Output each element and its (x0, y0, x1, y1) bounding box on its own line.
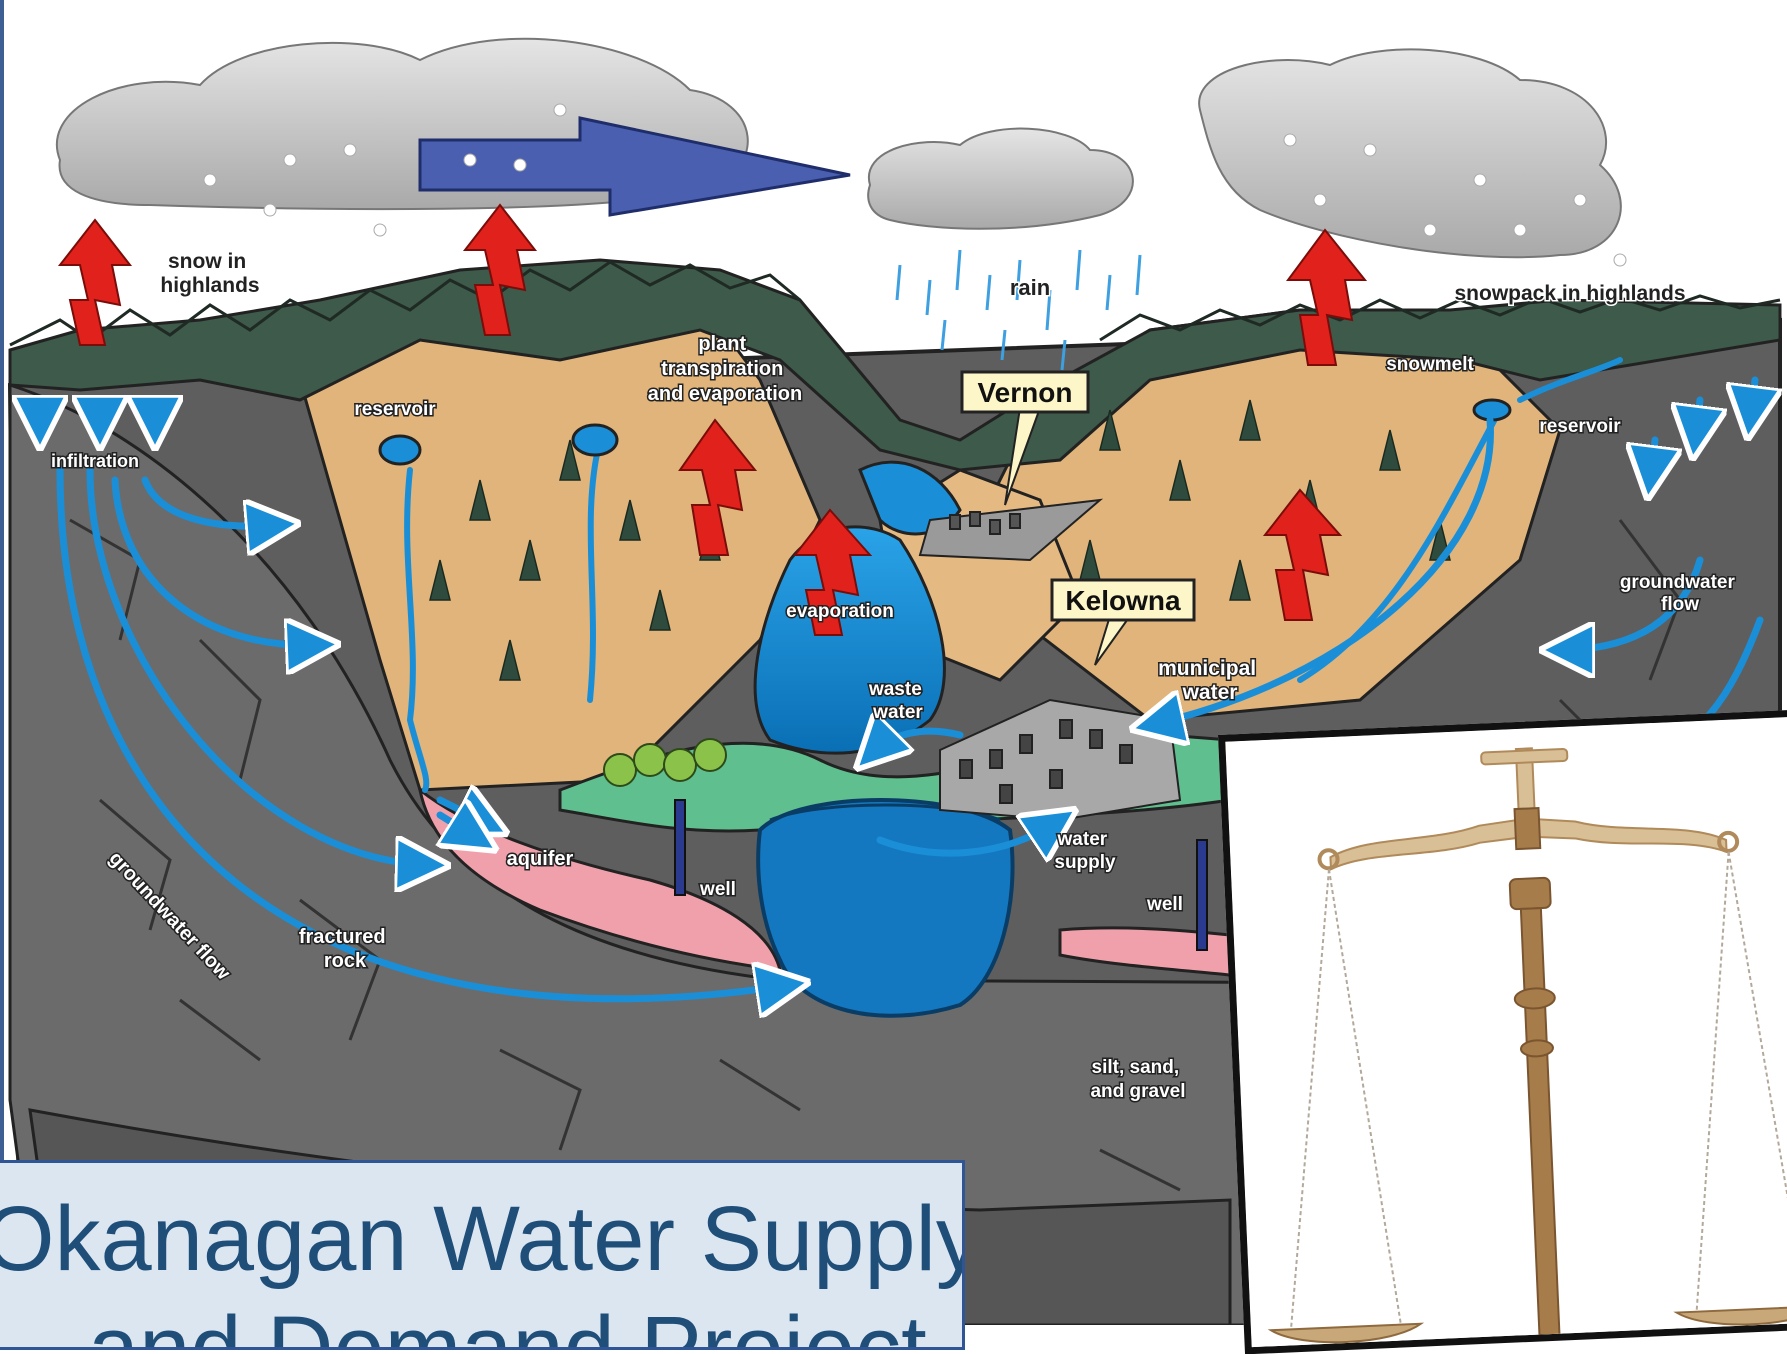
label-snowmelt: snowmelt (1386, 354, 1474, 375)
label-infiltration: infiltration (51, 451, 139, 471)
label-evaporation: evaporation (786, 601, 894, 622)
slide-left-edge (0, 0, 4, 1325)
label-silt-line2: and gravel (1090, 1081, 1185, 1102)
label-plant-transpiration: plant transpiration and evaporation (648, 333, 802, 405)
label-municipal-water: municipal water (1158, 657, 1262, 704)
labels: snow in highlands rain snowpack in highl… (50, 249, 1740, 1104)
label-kelowna: Kelowna (1065, 585, 1181, 616)
label-municipal-line1: municipal (1158, 657, 1256, 680)
label-reservoir-left: reservoir (354, 399, 436, 420)
label-fractured-line2: rock (324, 950, 367, 972)
label-aquifer: aquifer (507, 848, 574, 870)
groundwater-flow-arrows (40, 376, 1760, 999)
snowflakes (203, 103, 1627, 267)
callout-kelowna: Kelowna (1050, 578, 1196, 666)
label-rain: rain (1010, 275, 1050, 300)
label-gw-right-line1: groundwater (1620, 572, 1736, 593)
label-snow-in-highlands: snow in highlands (160, 250, 259, 297)
town-vernon (918, 498, 1104, 562)
label-vernon: Vernon (978, 377, 1073, 408)
scales-inset (1218, 708, 1787, 1354)
clouds (56, 37, 1622, 259)
label-water-supply: water supply (1054, 829, 1116, 873)
label-waste-line2: water (872, 702, 923, 723)
rain-drops (895, 249, 1142, 371)
label-plant-line3: and evaporation (648, 383, 802, 405)
label-fractured-line1: fractured (299, 926, 386, 948)
label-snow-line2: highlands (160, 274, 259, 297)
label-gw-right-line2: flow (1661, 594, 1699, 615)
label-plant-line1: plant (698, 333, 746, 355)
label-plant-line2: transpiration (661, 358, 783, 380)
title-box: Okanagan Water Supply and Demand Project (0, 1160, 965, 1350)
title-line-1: Okanagan Water Supply (0, 1188, 965, 1290)
label-reservoir-right: reservoir (1539, 416, 1621, 437)
orchard-trees (603, 738, 727, 787)
label-snow-line1: snow in (168, 250, 246, 273)
title-line-2: and Demand Project (88, 1298, 927, 1350)
label-well-right: well (1146, 894, 1183, 915)
wind-arrow (418, 116, 851, 217)
label-waste-line1: waste (868, 679, 922, 700)
town-kelowna (939, 698, 1182, 822)
label-fractured-rock: fractured rock (299, 926, 391, 972)
scales-of-justice-icon (1225, 715, 1787, 1354)
label-silt-line1: silt, sand, (1092, 1057, 1180, 1078)
label-groundwater-flow-right: groundwater flow (1620, 572, 1740, 615)
label-municipal-line2: water (1182, 681, 1238, 704)
reservoirs (378, 398, 1512, 466)
well-structures (674, 799, 1208, 951)
label-snowpack: snowpack in highlands (1454, 282, 1685, 305)
label-waste-water: waste water (868, 679, 927, 723)
label-well-left: well (699, 879, 736, 900)
label-silt-sand-gravel: silt, sand, and gravel (1090, 1057, 1185, 1102)
label-supply-line2: supply (1054, 852, 1116, 873)
callout-vernon: Vernon (960, 370, 1090, 506)
evaporation-arrows (57, 203, 1368, 636)
label-supply-line1: water (1057, 829, 1108, 850)
